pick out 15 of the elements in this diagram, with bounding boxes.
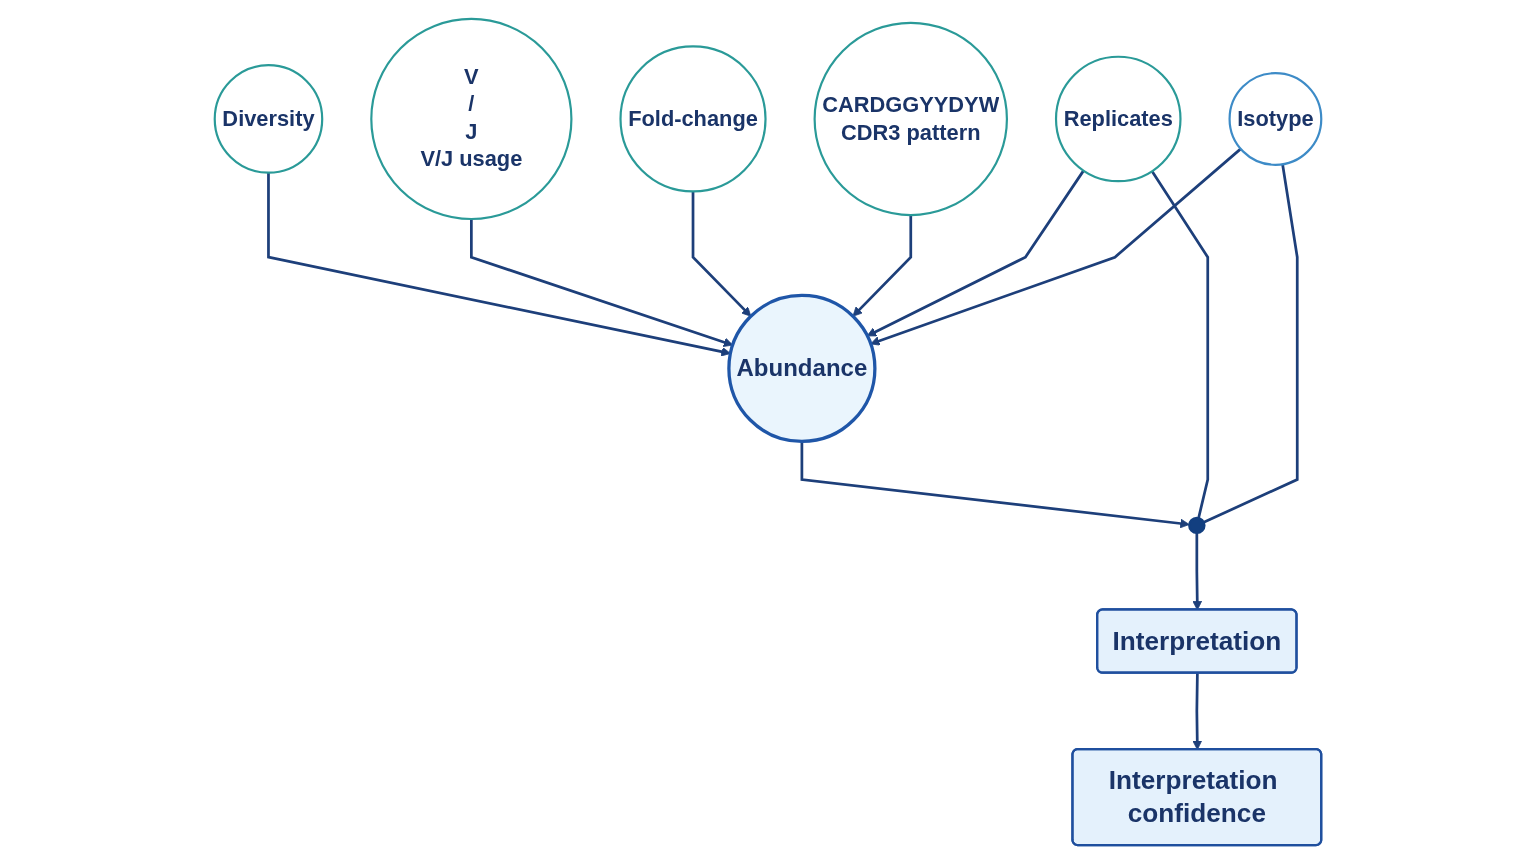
connector xyxy=(1150,170,1210,519)
node-circle: Diversity xyxy=(213,64,324,174)
node-circle: Isotype xyxy=(1228,72,1323,166)
node-circle: V / J V/J usage xyxy=(370,17,573,221)
node-circle: Abundance xyxy=(727,293,877,443)
arrow xyxy=(800,441,1190,529)
arrow xyxy=(852,215,913,317)
node-circle xyxy=(1188,516,1206,535)
node-circle: CARDGGYYDYW CDR3 pattern xyxy=(813,21,1008,217)
node-circle: Fold-change xyxy=(619,45,767,193)
arrow xyxy=(691,191,752,317)
arrow xyxy=(866,169,1085,337)
arrow xyxy=(870,147,1242,346)
node-circle: Replicates xyxy=(1054,55,1182,183)
connector xyxy=(1203,164,1299,524)
